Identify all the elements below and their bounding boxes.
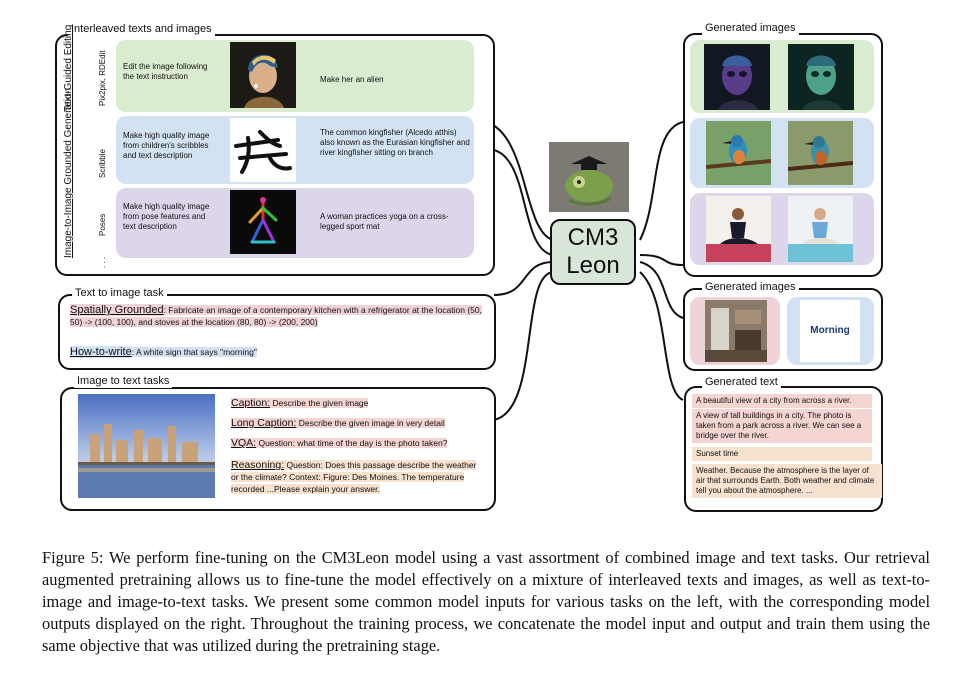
- yoga-image-1: [706, 196, 771, 262]
- reasoning-task: Reasoning: Question: Does this passage d…: [231, 459, 486, 495]
- scribble-label: Scribble: [98, 149, 107, 178]
- image-to-image-label: Image-to-Image Grounded Generation: [63, 87, 74, 258]
- connector-image-to-text: [493, 271, 554, 421]
- long-caption-task: Long Caption: Describe the given image i…: [231, 417, 486, 429]
- text-to-image-title: Text to image task: [72, 287, 167, 300]
- vqa-task-label: VQA:: [231, 437, 257, 449]
- caption-task-label: Caption:: [231, 397, 271, 409]
- connector-gen-images-2: [639, 261, 684, 319]
- row-2-instruction: Make high quality image from children's …: [123, 131, 210, 160]
- caption-task: Caption: Describe the given image: [231, 397, 486, 409]
- pix2pix-label: Pix2pix, RDEdit: [98, 50, 107, 106]
- city-river-image: [78, 394, 215, 498]
- cm3leon-box: CM3 Leon: [550, 219, 636, 285]
- kitchen-image: [705, 300, 767, 362]
- generated-images-title-1: Generated images: [702, 22, 799, 35]
- generated-text-title: Generated text: [702, 376, 781, 389]
- image-to-text-title: Image to text tasks: [74, 375, 173, 388]
- cm3leon-chameleon-image: [549, 142, 629, 212]
- reasoning-task-label: Reasoning:: [231, 459, 285, 471]
- cm3leon-line1: CM3: [567, 224, 619, 251]
- spatially-grounded-entry: Spatially Grounded: Fabricate an image o…: [70, 304, 490, 328]
- girl-pearl-earring-image: [230, 42, 296, 108]
- how-to-write-text: : A white sign that says "morning": [131, 347, 257, 357]
- spatially-grounded-label: Spatially Grounded: [70, 304, 164, 316]
- alien-image-2: [788, 44, 854, 110]
- vqa-task: VQA: Question: what time of the day is t…: [231, 437, 486, 449]
- pose-image: [230, 190, 296, 254]
- generated-reasoning-answer: Weather. Because the atmosphere is the l…: [692, 464, 882, 498]
- connector-gen-text: [639, 271, 684, 401]
- how-to-write-entry: How-to-write: A white sign that says "mo…: [70, 346, 490, 358]
- scribble-image: [230, 118, 296, 182]
- dots-label: . . .: [98, 256, 107, 268]
- connector-gen-images-1: [639, 121, 684, 241]
- cm3leon-line2: Leon: [566, 252, 620, 279]
- long-caption-task-label: Long Caption:: [231, 417, 297, 429]
- morning-sign-image: Morning: [800, 300, 860, 362]
- long-caption-task-text: Describe the given image in very detail: [296, 418, 445, 428]
- poses-label: Poses: [98, 213, 107, 236]
- row-3-text: A woman practices yoga on a cross-legged…: [320, 212, 449, 231]
- connector-text-to-image: [493, 261, 554, 296]
- alien-image-1: [704, 44, 770, 110]
- generated-long-caption: A view of tall buildings in a city. The …: [692, 409, 872, 443]
- yoga-image-2: [788, 196, 853, 262]
- row-3-instruction: Make high quality image from pose featur…: [123, 202, 210, 231]
- reasoning-task-text: Question: Does this passage describe the…: [231, 460, 477, 494]
- generated-vqa-answer: Sunset time: [692, 447, 872, 461]
- kingfisher-image-1: [706, 121, 771, 185]
- row-1-text: Make her an alien: [320, 75, 384, 84]
- vqa-task-text: Question: what time of the day is the ph…: [256, 438, 448, 448]
- row-2-text: The common kingfisher (Alcedo atthis) al…: [320, 128, 470, 157]
- figure-caption: Figure 5: We perform fine-tuning on the …: [42, 548, 930, 655]
- kingfisher-image-2: [788, 121, 853, 185]
- how-to-write-label: How-to-write: [70, 346, 132, 358]
- generated-caption: A beautiful view of a city from across a…: [692, 394, 872, 408]
- interleaved-title: Interleaved texts and images: [68, 23, 215, 36]
- row-1-instruction: Edit the image following the text instru…: [123, 62, 208, 81]
- generated-images-title-2: Generated images: [702, 281, 799, 294]
- caption-task-text: Describe the given image: [270, 398, 369, 408]
